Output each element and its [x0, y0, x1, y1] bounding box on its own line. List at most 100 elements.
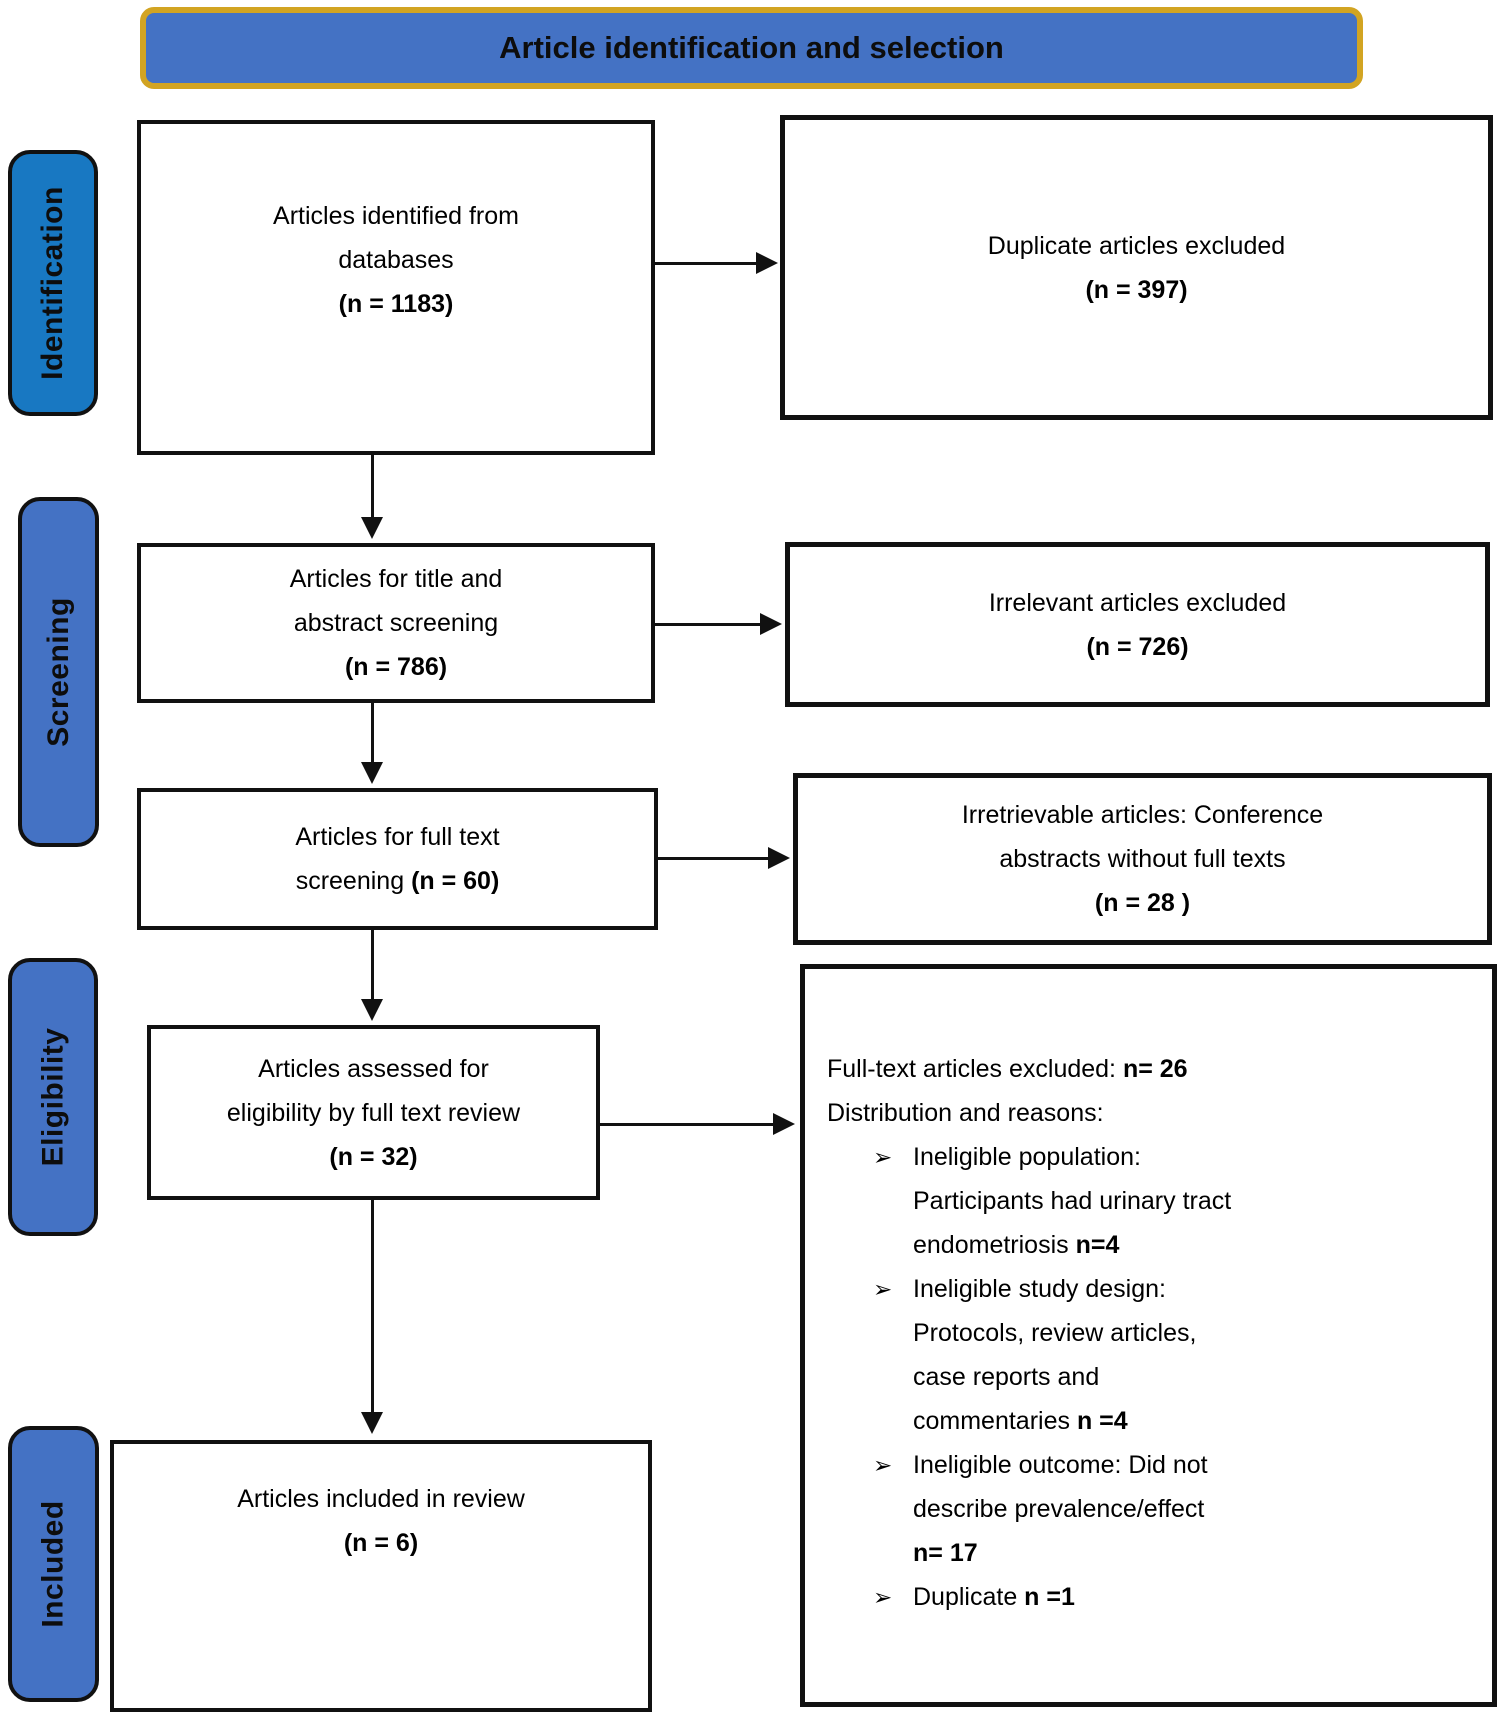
- bullet-text: Duplicate n =1: [913, 1575, 1075, 1619]
- text-line: Protocols, review articles,: [913, 1311, 1196, 1355]
- text-line: (n = 786): [345, 645, 447, 689]
- flow-box-title-abstract-screening: Articles for title and abstract screening…: [137, 543, 655, 703]
- text-line: abstracts without full texts: [999, 837, 1285, 881]
- text-line: (n = 726): [1086, 625, 1188, 669]
- text-segment: abstract screening: [293, 609, 499, 637]
- text-segment: Articles included in review: [237, 1485, 525, 1513]
- exclusion-box-fulltext-reasons: Full-text articles excluded: n= 26 Distri…: [800, 964, 1497, 1707]
- text-line: Full-text articles excluded: n= 26: [827, 1047, 1188, 1091]
- text-line: describe prevalence/effect: [913, 1487, 1208, 1531]
- text-segment: case reports and: [913, 1363, 1100, 1391]
- text-segment: n =1: [1024, 1583, 1075, 1611]
- text-line: Irretrievable articles: Conference: [962, 793, 1323, 837]
- text-segment: (n = 397): [1085, 275, 1188, 304]
- text-segment: endometriosis: [913, 1231, 1076, 1259]
- text-line: eligibility by full text review: [227, 1091, 520, 1135]
- text-line: (n = 1183): [339, 282, 454, 326]
- stage-tab-included: Included: [8, 1426, 99, 1702]
- text-line: Duplicate n =1: [913, 1575, 1075, 1619]
- text-segment: n= 26: [1122, 1055, 1188, 1083]
- text-line: screening (n = 60): [296, 859, 500, 903]
- text-segment: (n = 726): [1086, 632, 1189, 661]
- text-segment: (n = 60): [411, 867, 500, 895]
- text-segment: (n = 6): [343, 1529, 419, 1557]
- exclusion-box-irrelevant: Irrelevant articles excluded (n = 726): [785, 542, 1490, 707]
- diagram-title: Article identification and selection: [499, 30, 1004, 65]
- text-line: Ineligible study design:: [913, 1267, 1196, 1311]
- text-line: (n = 32): [329, 1135, 417, 1179]
- text-segment: n=4: [1075, 1231, 1120, 1259]
- text-segment: Ineligible outcome: Did not: [913, 1451, 1208, 1479]
- bullet-item: ➢ Ineligible outcome: Did not describe pre…: [873, 1443, 1208, 1575]
- text-segment: describe prevalence/effect: [913, 1495, 1205, 1523]
- text-segment: Duplicate: [913, 1583, 1025, 1611]
- text-segment: Articles for full text: [295, 823, 500, 851]
- flow-box-included-in-review: Articles included in review (n = 6): [110, 1440, 652, 1712]
- text-segment: abstracts without full texts: [999, 845, 1286, 873]
- bullet-text: Ineligible population: Participants had u…: [913, 1135, 1231, 1267]
- text-segment: Full-text articles excluded:: [827, 1055, 1123, 1083]
- text-line: Articles for full text: [295, 815, 499, 859]
- text-segment: (n = 786): [344, 653, 448, 681]
- stage-label-identification: Identification: [36, 186, 70, 380]
- bullet-arrow-icon: ➢: [873, 1584, 893, 1610]
- text-line: databases: [338, 238, 453, 282]
- text-segment: Protocols, review articles,: [913, 1319, 1197, 1347]
- text-segment: (n = 1183): [338, 290, 454, 318]
- bullet-item: ➢ Ineligible study design: Protocols, revi…: [873, 1267, 1196, 1443]
- text-segment: (n = 32): [329, 1142, 418, 1171]
- text-segment: Ineligible population:: [913, 1143, 1141, 1171]
- text-line: Duplicate articles excluded: [988, 224, 1285, 268]
- exclusion-box-irretrievable: Irretrievable articles: Conference abstra…: [793, 773, 1492, 945]
- text-line: (n = 397): [1085, 268, 1187, 312]
- text-segment: databases: [338, 246, 454, 274]
- text-segment: Articles identified from: [273, 202, 519, 230]
- text-line: (n = 28 ): [1095, 881, 1190, 925]
- text-line: Articles assessed for: [258, 1047, 489, 1091]
- text-segment: Articles for title and: [289, 565, 503, 593]
- text-segment: (n = 28 ): [1094, 889, 1191, 917]
- stage-tab-screening: Screening: [18, 497, 99, 847]
- text-segment: n =4: [1076, 1407, 1128, 1435]
- text-line: Articles for title and: [290, 557, 503, 601]
- text-segment: eligibility by full text review: [226, 1098, 521, 1127]
- text-line: endometriosis n=4: [913, 1223, 1231, 1267]
- text-segment: Participants had urinary tract: [913, 1187, 1232, 1215]
- bullet-item: ➢ Duplicate n =1: [873, 1575, 1075, 1619]
- bullet-text: Ineligible outcome: Did not describe prev…: [913, 1443, 1208, 1575]
- text-segment: n= 17: [913, 1539, 978, 1567]
- stage-label-included: Included: [36, 1500, 70, 1628]
- bullet-arrow-icon: ➢: [873, 1144, 893, 1170]
- text-line: n= 17: [913, 1531, 1208, 1575]
- text-segment: Ineligible study design:: [913, 1275, 1166, 1303]
- text-line: commentaries n =4: [913, 1399, 1196, 1443]
- bullet-arrow-icon: ➢: [873, 1452, 893, 1478]
- text-line: Distribution and reasons:: [827, 1091, 1104, 1135]
- bullet-item: ➢ Ineligible population: Participants had …: [873, 1135, 1231, 1267]
- text-line: case reports and: [913, 1355, 1196, 1399]
- text-line: Participants had urinary tract: [913, 1179, 1231, 1223]
- bullet-arrow-icon: ➢: [873, 1276, 893, 1302]
- text-line: Ineligible population:: [913, 1135, 1231, 1179]
- text-segment: Articles assessed for: [258, 1054, 489, 1083]
- text-segment: Irretrievable articles: Conference: [961, 801, 1324, 829]
- flow-box-articles-identified: Articles identified from databases (n = 11…: [137, 120, 655, 455]
- text-segment: Irrelevant articles excluded: [988, 588, 1287, 617]
- flow-box-full-text-screening: Articles for full text screening (n = 60): [137, 788, 658, 930]
- flow-box-assessed-eligibility: Articles assessed for eligibility by full…: [147, 1025, 600, 1200]
- stage-label-screening: Screening: [41, 597, 75, 747]
- text-segment: commentaries: [913, 1407, 1077, 1435]
- stage-label-eligibility: Eligibility: [36, 1027, 70, 1167]
- text-segment: Distribution and reasons:: [827, 1099, 1104, 1127]
- text-line: Ineligible outcome: Did not: [913, 1443, 1208, 1487]
- text-line: Irrelevant articles excluded: [989, 581, 1286, 625]
- diagram-title-banner: Article identification and selection: [140, 7, 1363, 89]
- text-segment: Duplicate articles excluded: [987, 231, 1286, 260]
- text-line: abstract screening: [294, 601, 498, 645]
- stage-tab-identification: Identification: [8, 150, 98, 416]
- bullet-text: Ineligible study design: Protocols, revie…: [913, 1267, 1196, 1443]
- text-segment: screening: [295, 867, 412, 895]
- text-line: Articles included in review: [237, 1477, 525, 1521]
- stage-tab-eligibility: Eligibility: [8, 958, 98, 1236]
